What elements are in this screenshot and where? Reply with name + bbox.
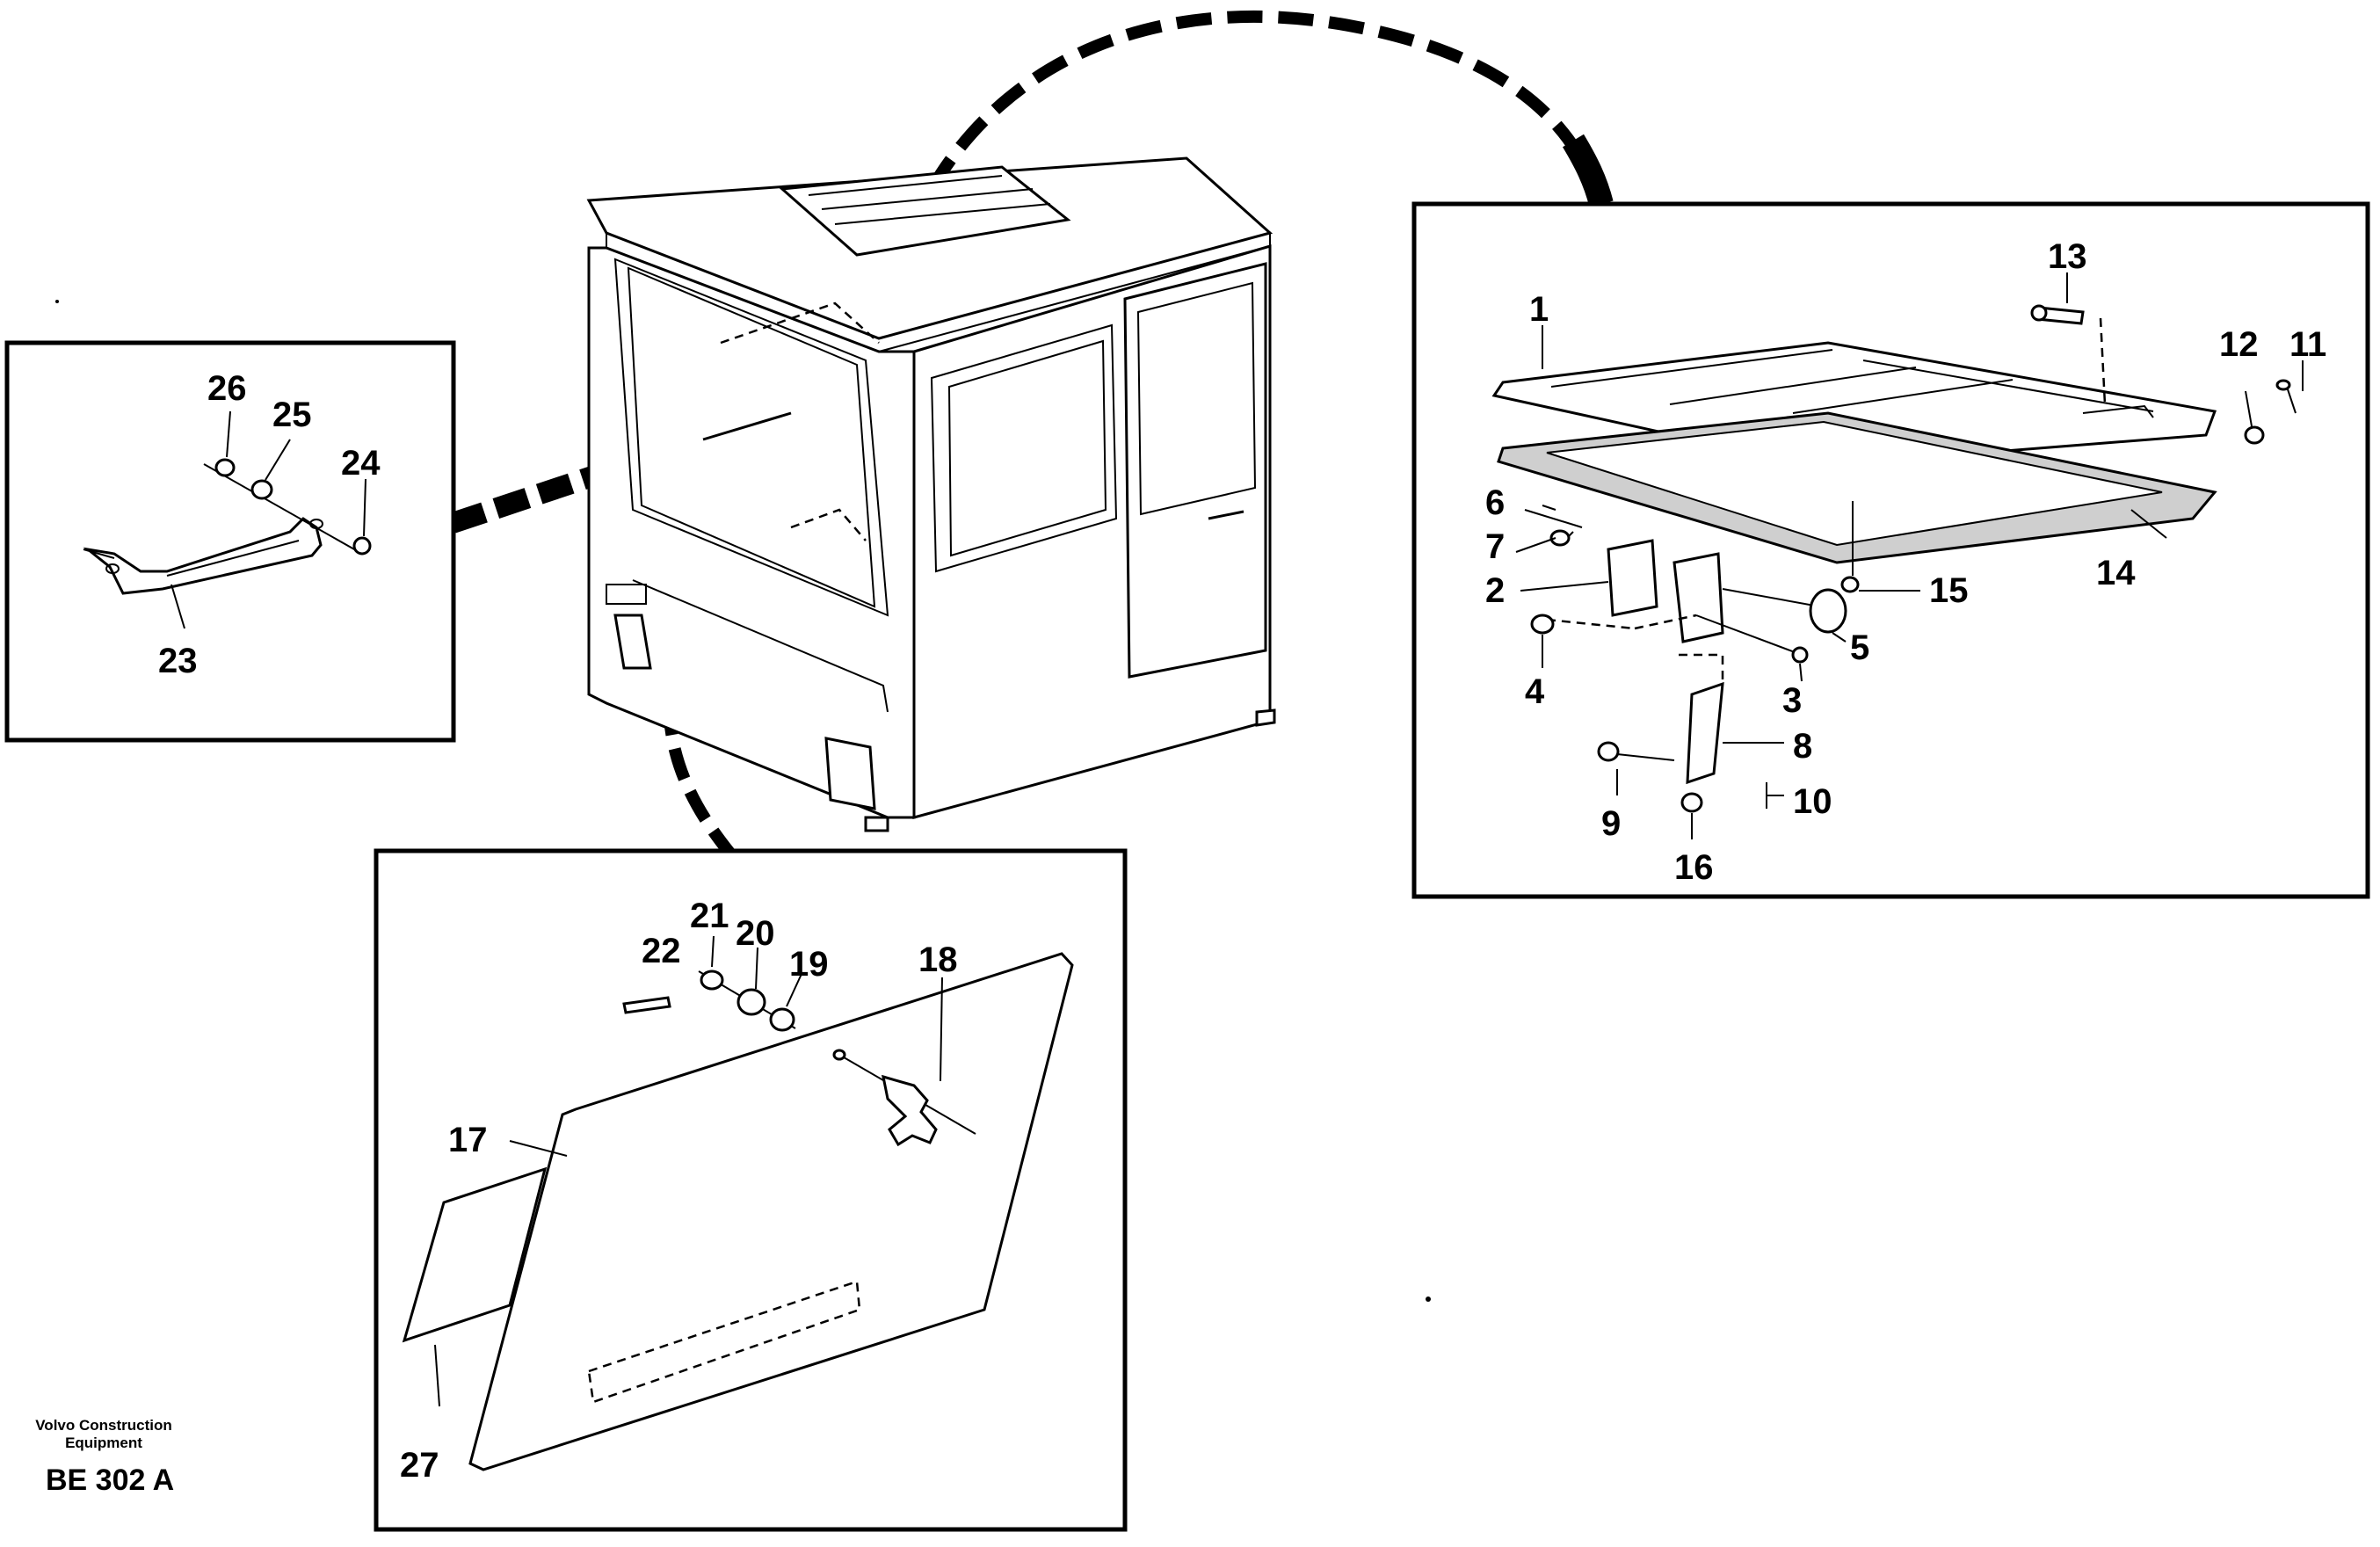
callout-18: 18 — [918, 941, 958, 979]
callout-16: 16 — [1674, 848, 1714, 887]
callout-11: 11 — [2289, 325, 2326, 364]
callout-8: 8 — [1793, 727, 1812, 766]
connector-roof-hatch — [925, 11, 1614, 207]
callout-10: 10 — [1793, 782, 1832, 821]
brand-line-1: Volvo Construction — [35, 1417, 172, 1434]
screw-24 — [352, 536, 372, 556]
callout-21: 21 — [690, 897, 729, 935]
cab-door — [1123, 262, 1267, 679]
hinge-bracket — [1607, 539, 1658, 617]
callout-6: 6 — [1485, 483, 1505, 522]
window-seal — [402, 1166, 548, 1343]
callout-3: 3 — [1782, 681, 1802, 720]
inset-roof-hatch: 1 13 12 11 14 6 7 2 15 5 4 3 8 10 9 16 — [1411, 201, 2370, 899]
callout-5: 5 — [1850, 628, 1869, 667]
callout-25: 25 — [272, 396, 312, 434]
diagram-code: BE 302 A — [46, 1463, 174, 1497]
window-glass — [468, 952, 1074, 1471]
callout-15: 15 — [1929, 571, 1969, 610]
inset-side-window: 22 21 20 19 18 17 27 — [374, 848, 1128, 1532]
callout-27: 27 — [400, 1446, 439, 1485]
callout-23: 23 — [158, 642, 198, 680]
callout-9: 9 — [1601, 804, 1621, 843]
callout-1: 1 — [1529, 290, 1549, 329]
callout-4: 4 — [1525, 672, 1545, 711]
callout-19: 19 — [789, 945, 829, 984]
callout-13: 13 — [2048, 237, 2087, 276]
cab-body — [586, 156, 1276, 832]
callout-24: 24 — [341, 444, 381, 483]
callout-22: 22 — [642, 932, 681, 970]
callout-12: 12 — [2219, 325, 2259, 364]
callout-7: 7 — [1485, 527, 1505, 566]
footer-brand: Volvo Construction Equipment BE 302 A — [35, 1417, 174, 1497]
callout-2: 2 — [1485, 571, 1505, 610]
callout-14: 14 — [2096, 554, 2136, 592]
callout-26: 26 — [207, 369, 247, 408]
brand-line-2: Equipment — [65, 1434, 142, 1451]
callout-17: 17 — [448, 1121, 488, 1159]
inset-handle: 26 25 24 23 — [4, 340, 456, 743]
cab-roof-hatch — [779, 165, 1071, 257]
callout-20: 20 — [736, 914, 775, 953]
hinge-arm — [1686, 681, 1724, 785]
nut-26 — [214, 458, 236, 477]
washer-25 — [250, 479, 273, 500]
